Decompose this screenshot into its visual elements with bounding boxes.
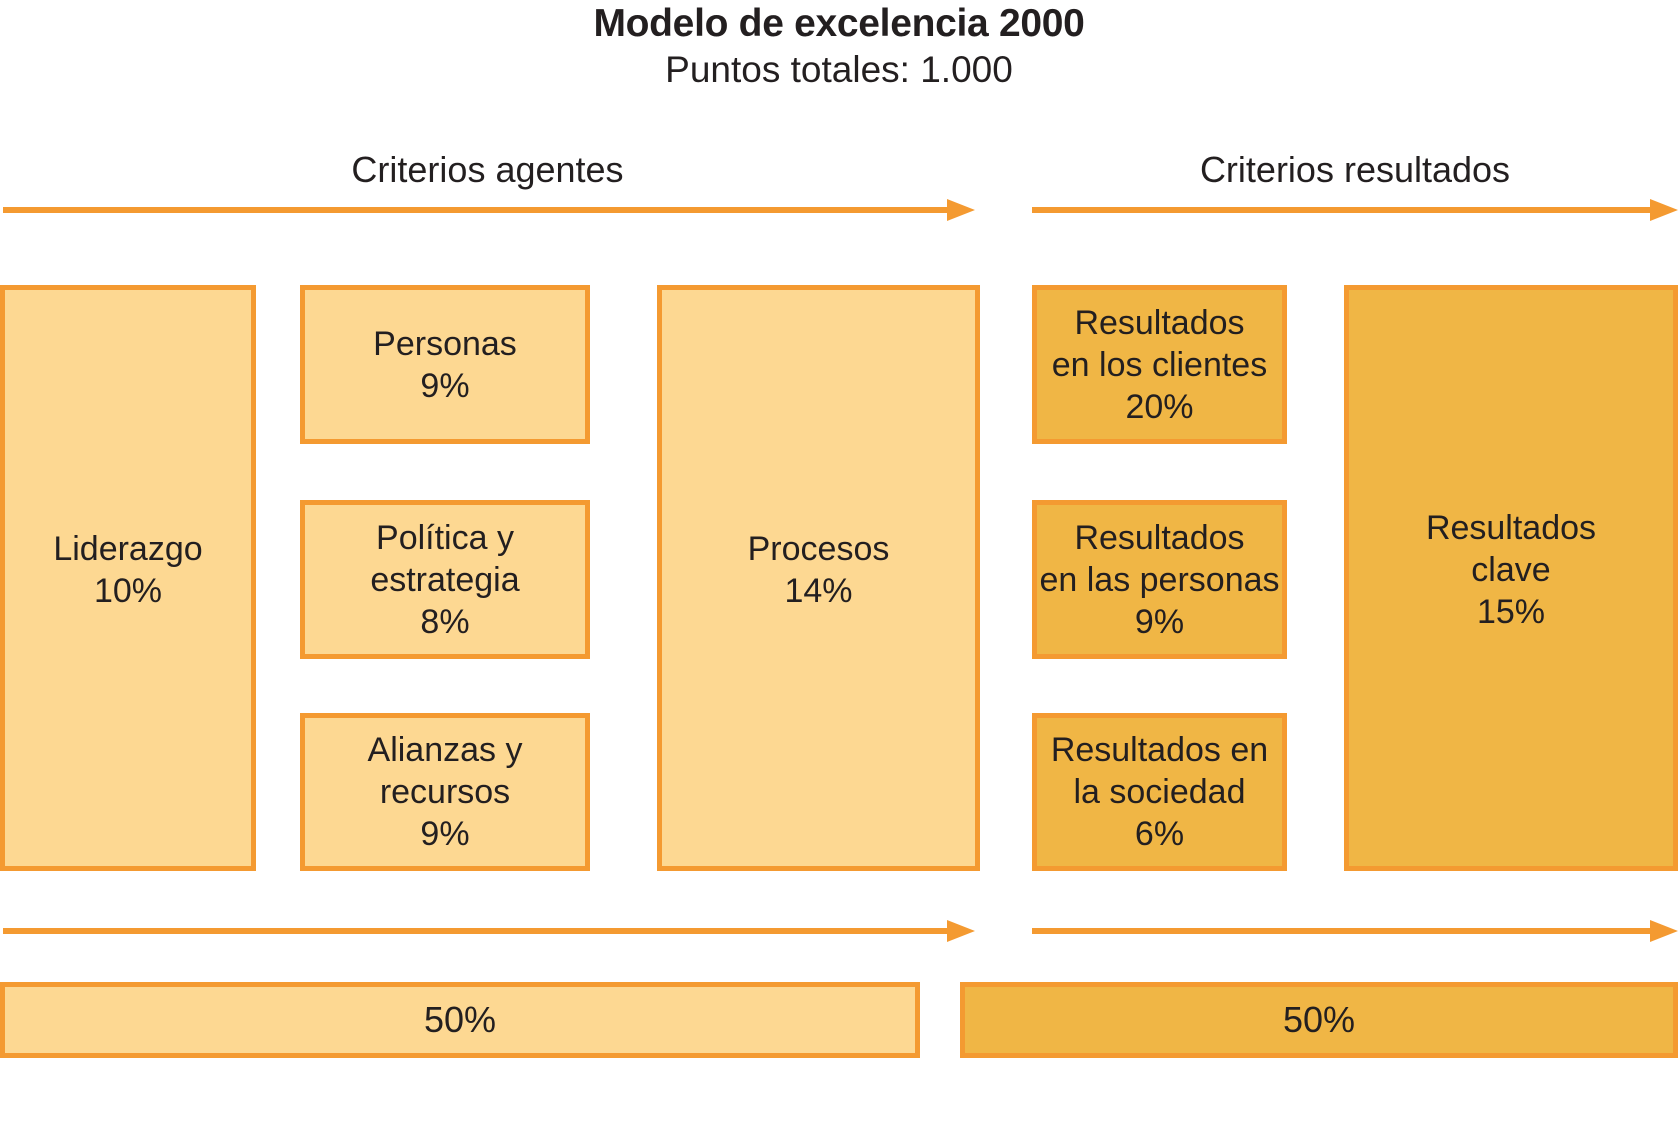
criterion-box-resultados-en-los-clientes[interactable]: Resultados en los clientes 20% [1032, 285, 1287, 444]
arrow-right-icon-agentes-top [3, 199, 975, 221]
criterion-label-liderazgo: Liderazgo 10% [53, 530, 203, 610]
criterion-label-resultados-en-la-sociedad: Resultados en la sociedad 6% [1050, 731, 1269, 853]
arrow-shaft [1032, 207, 1650, 213]
total-bar-agentes[interactable]: 50% [0, 982, 920, 1058]
section-label-criterios-resultados: Criterios resultados [1199, 149, 1511, 190]
arrow-shaft [3, 928, 947, 934]
page-subtitle: Puntos totales: 1.000 [665, 49, 1013, 90]
criterion-label-personas: Personas 9% [373, 324, 517, 405]
arrow-right-icon-resultados-bottom [1032, 920, 1678, 942]
arrow-right-icon-agentes-bottom [3, 920, 975, 942]
page-title: Modelo de excelencia 2000 [593, 2, 1085, 45]
arrow-head [947, 199, 975, 221]
arrow-head [947, 920, 975, 942]
section-label-criterios-agentes: Criterios agentes [351, 149, 624, 190]
criterion-label-politica-y-estrategia: Política y estrategia 8% [370, 518, 520, 641]
criterion-box-resultados-clave[interactable]: Resultados clave 15% [1344, 285, 1678, 871]
criterion-box-personas[interactable]: Personas 9% [300, 285, 590, 444]
criterion-box-resultados-en-las-personas[interactable]: Resultados en las personas 9% [1032, 500, 1287, 659]
arrow-shaft [3, 207, 947, 213]
criterion-label-alianzas-y-recursos: Alianzas y recursos 9% [367, 731, 523, 853]
total-label-agentes: 50% [423, 999, 497, 1040]
criterion-label-procesos: Procesos 14% [747, 530, 890, 610]
criterion-box-liderazgo[interactable]: Liderazgo 10% [0, 285, 256, 871]
total-label-resultados: 50% [1282, 999, 1356, 1040]
criterion-box-politica-y-estrategia[interactable]: Política y estrategia 8% [300, 500, 590, 659]
criterion-label-resultados-clave: Resultados clave 15% [1425, 509, 1597, 631]
criterion-box-procesos[interactable]: Procesos 14% [657, 285, 980, 871]
arrow-head [1650, 920, 1678, 942]
criterion-label-resultados-en-los-clientes: Resultados en los clientes 20% [1051, 303, 1268, 426]
arrow-right-icon-resultados-top [1032, 199, 1678, 221]
arrow-head [1650, 199, 1678, 221]
arrow-shaft [1032, 928, 1650, 934]
criterion-box-alianzas-y-recursos[interactable]: Alianzas y recursos 9% [300, 713, 590, 871]
criterion-box-resultados-en-la-sociedad[interactable]: Resultados en la sociedad 6% [1032, 713, 1287, 871]
criterion-label-resultados-en-las-personas: Resultados en las personas 9% [1039, 518, 1280, 641]
total-bar-resultados[interactable]: 50% [960, 982, 1678, 1058]
